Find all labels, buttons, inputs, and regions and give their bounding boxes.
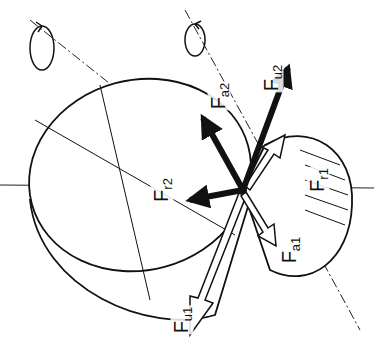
force-arrow-outline — [190, 135, 285, 335]
force-label: Fa2 — [208, 82, 231, 111]
large-bevel-gear — [7, 54, 273, 319]
force-label: Fr2 — [151, 177, 174, 203]
force-label: Fu1 — [171, 306, 194, 335]
force-label: Fa1 — [279, 236, 302, 265]
force-label: Fr1 — [307, 167, 330, 193]
rotation-arrow — [30, 21, 205, 70]
force-arrow-solid — [190, 68, 288, 200]
contact-point — [239, 186, 247, 194]
small-bevel-gear — [243, 136, 352, 276]
force-label: Fu2 — [261, 64, 284, 93]
